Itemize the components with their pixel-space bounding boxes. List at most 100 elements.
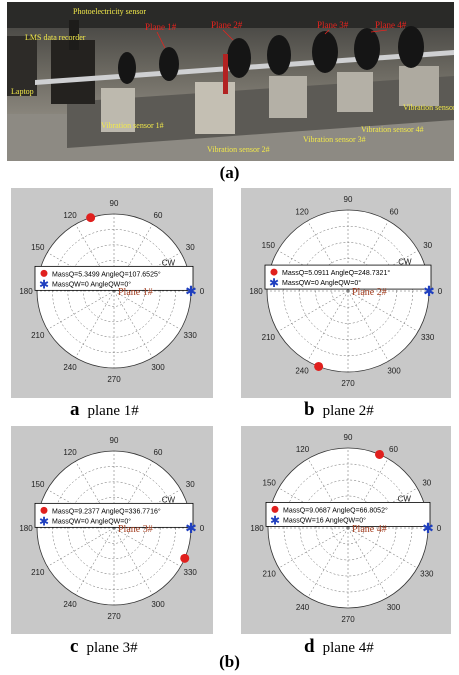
mass-qw-point: ✱ — [185, 521, 197, 537]
grid-spoke — [75, 527, 115, 595]
angle-tick-label: 180 — [249, 287, 263, 296]
vibration-sensor-5-label: Vibration sensor 5# — [403, 103, 454, 112]
mass-qw-point: ✱ — [185, 284, 197, 300]
legend-mass-q-text: MassQ=5.0911 AngleQ=248.7321° — [282, 269, 390, 277]
angle-tick-label: 90 — [110, 199, 119, 208]
angle-tick-label: 240 — [63, 363, 77, 372]
angle-tick-label: 120 — [296, 445, 310, 454]
grid-spoke — [113, 290, 181, 330]
angle-tick-label: 270 — [341, 379, 355, 388]
legend-mass-qw-text: MassQW=16 AngleQW=0° — [283, 516, 366, 524]
legend-box — [34, 265, 194, 291]
legend-mass-q-text: MassQ=5.3499 AngleQ=107.6525° — [52, 270, 161, 278]
plane-2-label: Plane 2# — [211, 20, 243, 30]
angle-tick-label: 300 — [151, 363, 165, 372]
photo-caption: (a) — [219, 163, 240, 182]
mass-qw-point: ✱ — [422, 521, 434, 537]
plane-1-label: Plane 1# — [145, 22, 177, 32]
grid-spoke — [113, 527, 153, 595]
legend-mass-qw-marker: ✱ — [39, 277, 49, 291]
polar-plot-plane-3: 0306090120150180210240270300330CWMassQ=9… — [11, 426, 213, 634]
mass-q-point — [86, 213, 96, 223]
figure-caption: (b) — [219, 652, 240, 671]
angle-tick-label: 60 — [154, 211, 163, 220]
angle-tick-label: 180 — [19, 524, 33, 533]
legend-mass-q-marker — [271, 505, 279, 513]
angle-tick-label: 60 — [154, 448, 163, 457]
angle-tick-label: 270 — [107, 612, 121, 621]
grid-spoke — [47, 527, 115, 567]
angle-tick-label: 30 — [186, 243, 195, 252]
legend-mass-qw-marker: ✱ — [39, 514, 49, 528]
legend-mass-qw-text: MassQW=0 AngleQW=0° — [52, 280, 131, 288]
legend-mass-q-marker — [270, 268, 278, 276]
laptop-label: Laptop — [11, 87, 34, 96]
grid-spoke — [75, 290, 115, 358]
vibration-sensor-2-label: Vibration sensor 2# — [207, 145, 270, 154]
angle-tick-label: 0 — [200, 287, 205, 296]
mass-qw-point: ✱ — [423, 284, 435, 300]
vibration-sensor-1-label: Vibration sensor 1# — [101, 121, 164, 130]
plane-label: Plane 4# — [352, 524, 387, 535]
direction-label: CW — [398, 257, 412, 266]
angle-tick-label: 240 — [295, 367, 309, 376]
angle-tick-label: 300 — [387, 603, 401, 612]
grid-spoke — [347, 527, 418, 569]
grid-spoke — [307, 290, 349, 362]
angle-tick-label: 210 — [262, 333, 276, 342]
mass-q-point — [314, 361, 324, 371]
angle-tick-label: 30 — [186, 480, 195, 489]
angle-tick-label: 210 — [31, 331, 45, 340]
angle-tick-label: 240 — [296, 603, 310, 612]
angle-tick-label: 270 — [107, 375, 121, 384]
legend-box — [265, 502, 431, 527]
angle-tick-label: 0 — [200, 524, 205, 533]
angle-tick-label: 330 — [184, 568, 198, 577]
lms-label: LMS data recorder — [25, 33, 86, 42]
grid-spoke — [347, 290, 419, 332]
legend-box — [34, 502, 194, 528]
grid-spoke — [277, 290, 349, 332]
test-rig-photo: LMS data recorder Photoelectricity senso… — [7, 2, 454, 161]
polar-plot-plane-1: 0306090120150180210240270300330CWMassQ=5… — [11, 188, 213, 398]
grid-spoke — [347, 290, 389, 362]
grid-spoke — [47, 290, 115, 330]
plane-label: Plane 3# — [118, 524, 153, 535]
grid-spoke — [113, 527, 181, 567]
angle-tick-label: 90 — [110, 436, 119, 445]
angle-tick-label: 330 — [184, 331, 198, 340]
mass-q-point — [180, 553, 190, 563]
polar-plot-plane-2: 0306090120150180210240270300330CWMassQ=5… — [241, 188, 451, 398]
angle-tick-label: 300 — [387, 367, 401, 376]
polar-plot-plane-4: 0306090120150180210240270300330CWMassQ=9… — [241, 426, 451, 634]
angle-tick-label: 300 — [151, 600, 165, 609]
angle-tick-label: 270 — [341, 615, 355, 624]
angle-tick-label: 0 — [437, 524, 442, 533]
legend-mass-q-marker — [40, 269, 48, 277]
legend-mass-qw-marker: ✱ — [270, 513, 280, 527]
plane-label: Plane 2# — [352, 287, 387, 298]
angle-tick-label: 120 — [63, 211, 77, 220]
plane-3-label: Plane 3# — [317, 20, 349, 30]
legend-box — [264, 264, 432, 290]
direction-label: CW — [162, 259, 176, 268]
mass-q-point — [375, 449, 385, 459]
angle-tick-label: 90 — [344, 433, 353, 442]
legend-mass-q-marker — [40, 506, 48, 514]
legend-mass-qw-text: MassQW=0 AngleQW=0° — [52, 517, 131, 525]
angle-tick-label: 30 — [423, 241, 432, 250]
grid-ring — [82, 496, 146, 560]
angle-tick-label: 120 — [295, 207, 309, 216]
grid-spoke — [278, 527, 349, 569]
grid-ring — [67, 244, 161, 338]
photoelectricity-sensor-label: Photoelectricity sensor — [73, 7, 146, 16]
angle-tick-label: 180 — [250, 524, 264, 533]
angle-tick-label: 30 — [422, 479, 431, 488]
plane-label: Plane 1# — [118, 287, 153, 298]
angle-tick-label: 180 — [19, 287, 33, 296]
grid-ring — [82, 259, 146, 323]
